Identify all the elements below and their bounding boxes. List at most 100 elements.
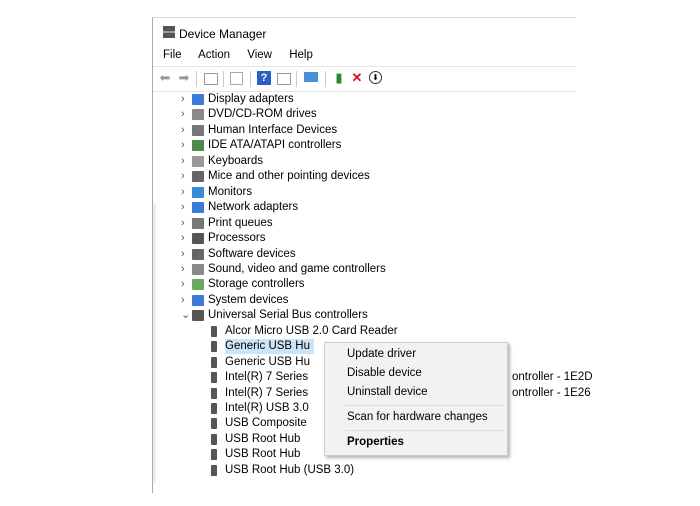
usb-icon [211, 464, 217, 476]
menu-separator [345, 430, 504, 431]
usb-device-item[interactable]: Generic USB Hu [211, 339, 315, 355]
menu-item-properties[interactable]: Properties [347, 436, 404, 448]
chevron-right-icon[interactable]: › [181, 139, 185, 152]
usb-device-item[interactable]: Intel(R) 7 Series [211, 386, 312, 401]
tree-category[interactable]: › Mice and other pointing devices [181, 169, 370, 184]
tree-category[interactable]: › Human Interface Devices [181, 123, 338, 138]
tree-category[interactable]: › Print queues [181, 216, 273, 231]
usb-icon [211, 356, 217, 368]
usb-device-item[interactable]: Intel(R) 7 Series [211, 370, 312, 385]
chevron-right-icon[interactable]: › [181, 293, 185, 306]
chevron-right-icon[interactable]: › [181, 201, 185, 214]
toolbar-separator [296, 71, 297, 87]
category-label: Storage controllers [208, 278, 305, 291]
tree-category[interactable]: › Processors [181, 231, 266, 246]
properties-icon[interactable] [230, 72, 243, 85]
tree-category[interactable]: › Software devices [181, 247, 296, 262]
chevron-right-icon[interactable]: › [181, 108, 185, 121]
chevron-right-icon[interactable]: › [181, 232, 185, 245]
help-icon[interactable]: ? [257, 71, 271, 85]
category-label: Display adapters [208, 93, 294, 105]
tree-category[interactable]: › System devices [181, 293, 289, 308]
update-driver-icon[interactable]: ▮ [335, 70, 343, 85]
category-label: Monitors [208, 185, 253, 198]
uninstall-icon[interactable]: ✕ [351, 70, 363, 85]
category-label: Software devices [208, 247, 296, 260]
usb-device-item[interactable]: USB Root Hub [211, 432, 304, 447]
category-label: Human Interface Devices [208, 123, 338, 136]
menu-item-uninstall-device[interactable]: Uninstall device [347, 386, 428, 398]
chevron-right-icon[interactable]: › [181, 247, 185, 260]
category-label: Processors [208, 232, 266, 245]
category-label: System devices [208, 293, 289, 306]
category-icon [192, 94, 204, 105]
usb-device-item[interactable]: Intel(R) USB 3.0 [211, 401, 313, 416]
toolbar-separator [325, 71, 326, 87]
usb-icon [211, 418, 217, 430]
usb-icon [211, 403, 217, 414]
device-manager-icon [163, 26, 175, 38]
menu-item-update-driver[interactable]: Update driver [347, 348, 417, 360]
chevron-right-icon[interactable]: › [181, 93, 185, 105]
category-label: Mice and other pointing devices [208, 170, 370, 183]
chevron-right-icon[interactable]: › [181, 216, 185, 229]
usb-device-item[interactable]: Alcor Micro USB 2.0 Card Reader [211, 324, 402, 339]
tree-category[interactable]: ›DVD/CD-ROM drives [181, 107, 317, 122]
tree-category[interactable]: ›Network adapters [181, 200, 298, 215]
context-menu: Update driver Disable device Uninstall d… [324, 342, 508, 456]
usb-icon [211, 387, 217, 399]
chevron-right-icon[interactable]: › [181, 170, 185, 183]
scrollbar[interactable] [153, 203, 156, 483]
menu-file[interactable]: File [163, 49, 182, 61]
show-hide-console-tree-icon[interactable] [204, 73, 218, 85]
window-title: Device Manager [179, 27, 267, 41]
device-label: USB Root Hub [225, 448, 301, 461]
tree-category[interactable]: › Keyboards [181, 154, 263, 169]
toolbar-separator [196, 71, 197, 87]
menu-item-scan-hardware[interactable]: Scan for hardware changes [347, 411, 488, 423]
menu-bar: File Action View Help [163, 49, 327, 61]
category-icon [192, 294, 204, 306]
device-label: USB Root Hub (USB 3.0) [225, 463, 355, 476]
tree-category[interactable]: › Storage controllers [181, 277, 305, 292]
category-icon [192, 202, 204, 214]
category-icon [192, 140, 204, 152]
tree-category[interactable]: › Display adapters [181, 92, 294, 107]
tree-category[interactable]: ›Sound, video and game controllers [181, 262, 386, 277]
usb-icon [211, 433, 217, 445]
chevron-right-icon[interactable]: › [181, 123, 185, 136]
menu-separator [345, 405, 504, 406]
toolbar: ⬅ ➡ ? ▮ ✕ ⬇ [153, 66, 576, 92]
disable-icon[interactable]: ⬇ [369, 71, 382, 84]
menu-view[interactable]: View [247, 49, 272, 61]
category-label: Print queues [208, 216, 273, 229]
chevron-right-icon[interactable]: › [181, 278, 185, 291]
scan-hardware-icon[interactable] [304, 72, 318, 82]
tree-category[interactable]: ⌄Universal Serial Bus controllers [181, 308, 368, 323]
category-icon [192, 233, 204, 245]
menu-item-disable-device[interactable]: Disable device [347, 367, 422, 379]
chevron-right-icon[interactable]: › [181, 262, 185, 275]
usb-device-item[interactable]: Generic USB Hu [211, 355, 314, 370]
usb-device-item[interactable]: USB Root Hub [211, 447, 304, 462]
usb-icon [211, 341, 217, 353]
menu-action[interactable]: Action [198, 49, 231, 61]
device-label: USB Composite [225, 417, 307, 430]
back-icon[interactable]: ⬅ [159, 70, 171, 85]
toolbar-separator [250, 71, 251, 87]
category-icon [192, 124, 204, 136]
action-pane-icon[interactable] [277, 73, 291, 85]
chevron-down-icon[interactable]: ⌄ [181, 309, 191, 322]
usb-device-item[interactable]: USB Composite [211, 416, 311, 431]
device-label-tail: ontroller - 1E2D [512, 371, 593, 384]
chevron-right-icon[interactable]: › [181, 154, 185, 167]
tree-category[interactable]: ›IDE ATA/ATAPI controllers [181, 138, 341, 153]
menu-help[interactable]: Help [289, 49, 313, 61]
category-label: Keyboards [208, 154, 263, 167]
device-label: Generic USB Hu [225, 355, 311, 368]
tree-category[interactable]: › Monitors [181, 185, 253, 200]
category-icon [192, 155, 204, 167]
chevron-right-icon[interactable]: › [181, 185, 185, 198]
forward-icon[interactable]: ➡ [178, 70, 190, 85]
usb-device-item[interactable]: USB Root Hub (USB 3.0) [211, 463, 358, 478]
